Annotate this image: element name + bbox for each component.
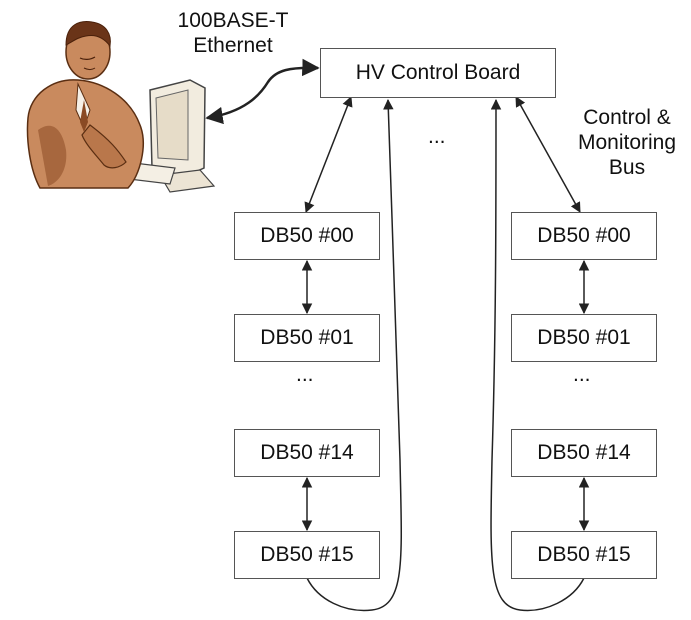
left-db50-14: DB50 #14 xyxy=(234,429,380,477)
bus-label-line2: Monitoring xyxy=(564,130,690,155)
right-db50-15-label: DB50 #15 xyxy=(537,543,630,567)
left-db50-15-label: DB50 #15 xyxy=(260,543,353,567)
left-bus-arrow xyxy=(306,97,351,212)
right-db50-00: DB50 #00 xyxy=(511,212,657,260)
ethernet-label: 100BASE-T Ethernet xyxy=(173,8,293,58)
left-db50-01-label: DB50 #01 xyxy=(260,326,353,350)
ethernet-link-arrow xyxy=(207,68,318,118)
hv-control-board: HV Control Board xyxy=(320,48,556,98)
right-db50-01: DB50 #01 xyxy=(511,314,657,362)
ellipsis-right-chain: ... xyxy=(573,362,591,387)
hv-control-board-label: HV Control Board xyxy=(356,61,521,85)
left-db50-15: DB50 #15 xyxy=(234,531,380,579)
ellipsis-between-chains: ... xyxy=(428,124,446,149)
left-db50-00: DB50 #00 xyxy=(234,212,380,260)
right-db50-00-label: DB50 #00 xyxy=(537,224,630,248)
bus-label-line1: Control & xyxy=(564,105,690,130)
right-db50-14: DB50 #14 xyxy=(511,429,657,477)
left-db50-01: DB50 #01 xyxy=(234,314,380,362)
right-db50-15: DB50 #15 xyxy=(511,531,657,579)
bus-label-line3: Bus xyxy=(564,155,690,180)
right-db50-14-label: DB50 #14 xyxy=(537,441,630,465)
ethernet-label-line2: Ethernet xyxy=(173,33,293,58)
ellipsis-left-chain: ... xyxy=(296,362,314,387)
left-db50-14-label: DB50 #14 xyxy=(260,441,353,465)
left-db50-00-label: DB50 #00 xyxy=(260,224,353,248)
ethernet-label-line1: 100BASE-T xyxy=(173,8,293,33)
bus-label: Control & Monitoring Bus xyxy=(564,105,690,180)
right-db50-01-label: DB50 #01 xyxy=(537,326,630,350)
